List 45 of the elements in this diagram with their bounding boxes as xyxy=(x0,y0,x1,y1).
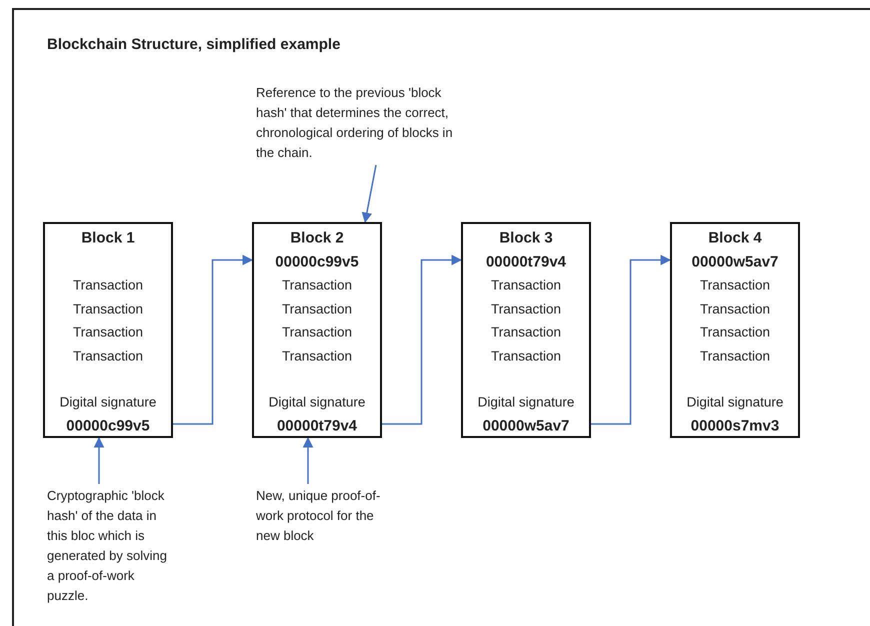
leader-line xyxy=(362,164,377,224)
arrow xyxy=(173,254,254,425)
block-entry: Transaction xyxy=(72,278,144,293)
block-entry: Transaction xyxy=(490,278,562,293)
hash-value: 00000s7mv3 xyxy=(690,418,780,434)
block-entry: Transaction xyxy=(280,324,354,340)
block-box xyxy=(461,222,591,438)
block-entry: Digital signature xyxy=(476,394,576,410)
hash-value: 00000w5av7 xyxy=(690,253,780,270)
block-entry: Transaction xyxy=(72,348,144,364)
block-entry: Transaction xyxy=(72,301,144,316)
block-heading: Block 3 xyxy=(498,230,554,246)
block-entry: Transaction xyxy=(280,348,354,364)
block-entry: Transaction xyxy=(72,324,144,340)
hash-value: 00000c99v5 xyxy=(274,253,360,270)
arrow xyxy=(382,254,462,425)
leader-line xyxy=(94,436,104,484)
hash-value: 00000t79v4 xyxy=(484,253,568,270)
block-box xyxy=(43,222,173,438)
annotation-text: Cryptographic 'block hash' of the data in this bloc which is generated by solving a proof-of-work puzzle. xyxy=(47,486,175,606)
block-entry: Transaction xyxy=(698,324,772,340)
block-heading: Block 4 xyxy=(707,230,763,246)
block-entry: Transaction xyxy=(698,348,772,364)
block-entry: Transaction xyxy=(490,301,562,316)
annotation-text: New, unique proof-of-work protocol for the new block xyxy=(256,486,391,546)
block-entry: Digital signature xyxy=(686,394,784,410)
block-heading: Block 2 xyxy=(289,230,345,246)
block-entry: Digital signature xyxy=(268,394,366,410)
hash-value: 00000w5av7 xyxy=(482,418,570,434)
annotation-text: Reference to the previous 'block hash' that determines the correct, chronological ordering of blocks in the chain. xyxy=(256,83,471,163)
block-entry: Transaction xyxy=(490,348,562,364)
block-box xyxy=(252,222,382,438)
hash-value: 00000t79v4 xyxy=(276,418,358,434)
block-entry: Transaction xyxy=(280,278,354,293)
block-entry: Transaction xyxy=(280,301,354,316)
leader-line xyxy=(302,436,314,484)
block-heading: Block 1 xyxy=(80,230,136,246)
block-box xyxy=(670,222,800,438)
arrow xyxy=(591,254,672,425)
block-entry: Transaction xyxy=(698,301,772,316)
diagram-title: Blockchain Structure, simplified example xyxy=(47,36,340,53)
block-entry: Digital signature xyxy=(58,394,158,410)
block-entry: Transaction xyxy=(490,324,562,340)
hash-value: 00000c99v5 xyxy=(65,418,151,434)
block-entry: Transaction xyxy=(698,278,772,293)
